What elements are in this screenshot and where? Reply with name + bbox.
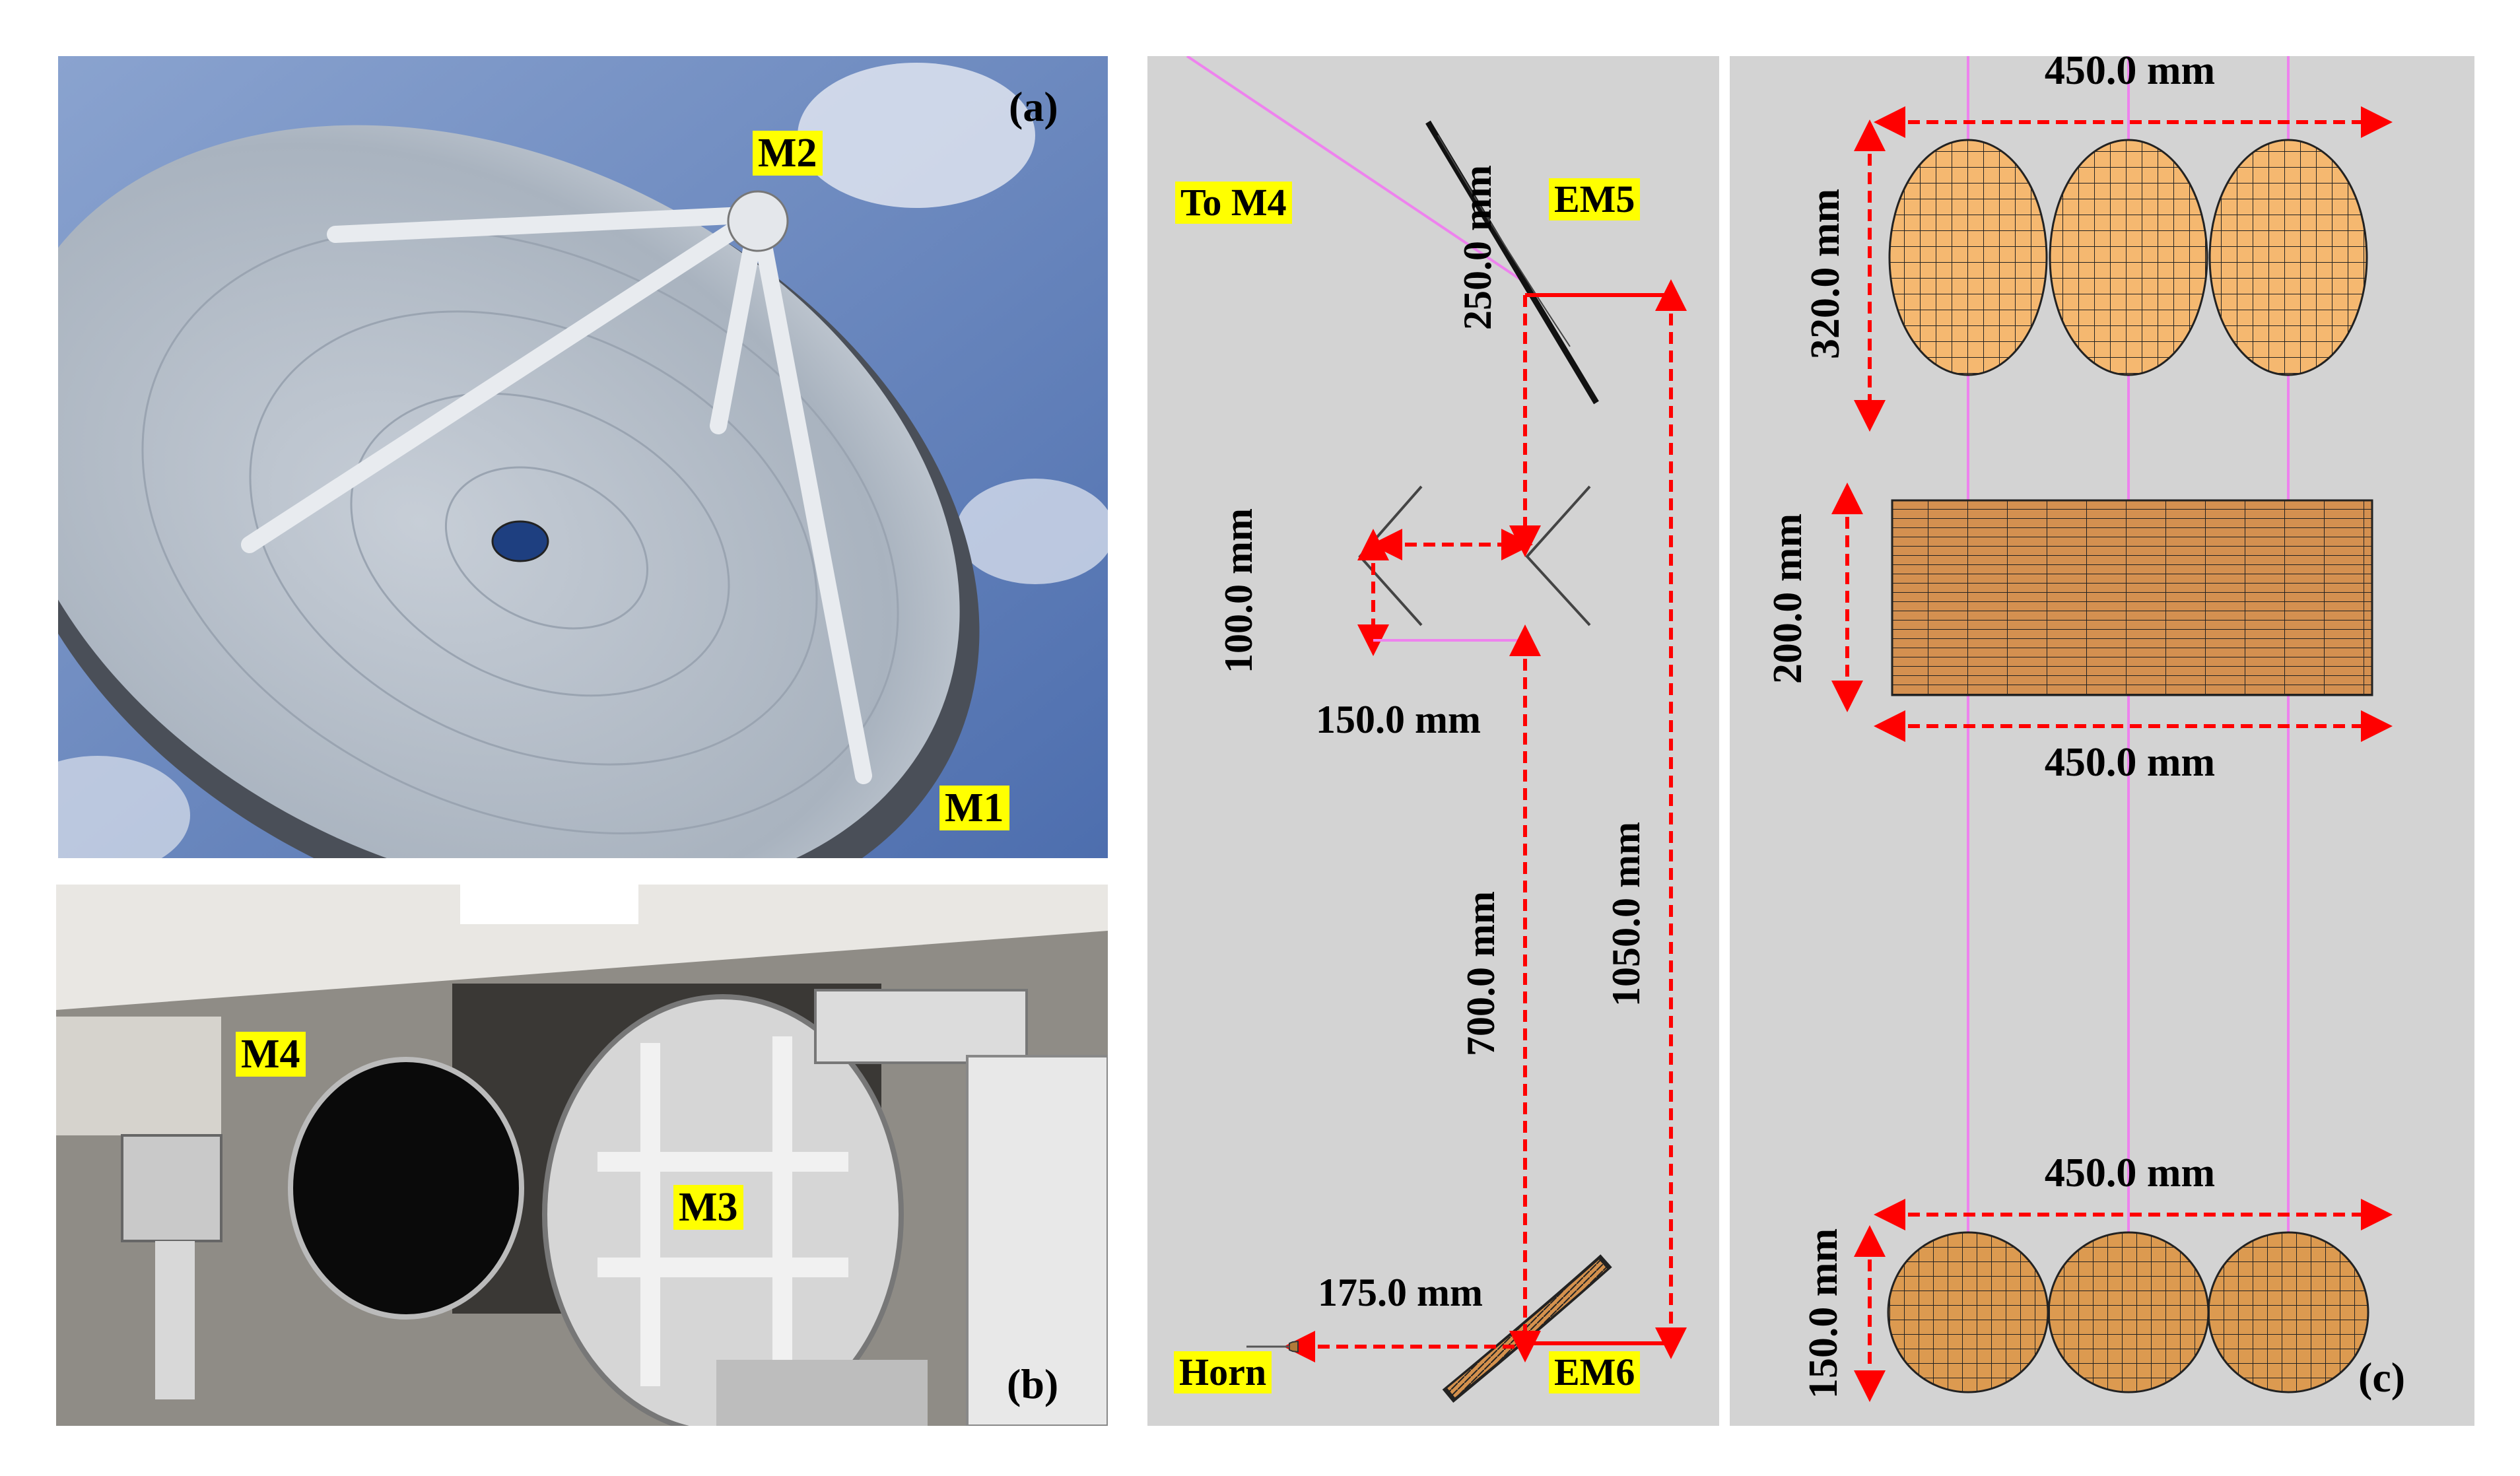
- label-em5: EM5: [1549, 178, 1641, 220]
- circle-array: [1887, 1231, 2369, 1393]
- m3-support-frame: [597, 1036, 848, 1386]
- dish-illustration: [58, 56, 1108, 858]
- dim-700-label: 700.0 mm: [1459, 891, 1503, 1056]
- panel-label-c: (c): [2358, 1354, 2406, 1401]
- dimension-arrows: [1831, 106, 2393, 1402]
- rectangle-array: [1891, 499, 2373, 696]
- ceiling-light: [460, 885, 638, 924]
- ceiling: [56, 885, 1108, 1010]
- dim-mid-height-label: 200.0 mm: [1765, 514, 1810, 684]
- dim-250-label: 250.0 mm: [1456, 165, 1499, 330]
- optics-layout-diagram: 250.0 mm 100.0 mm 150.0 mm 700.0 mm 1050…: [1186, 56, 1687, 1403]
- dish-panel-rings: [141, 228, 899, 834]
- cloud: [956, 479, 1108, 584]
- dim-150-label: 150.0 mm: [1316, 698, 1481, 741]
- floor-base: [716, 1360, 928, 1426]
- dish-center-hole: [491, 520, 549, 562]
- label-to-m4: To M4: [1175, 182, 1292, 224]
- optics-layout-panel: 250.0 mm 100.0 mm 150.0 mm 700.0 mm 1050…: [1147, 56, 1719, 1426]
- dim-mid-width-label: 450.0 mm: [2045, 740, 2215, 785]
- cloud: [798, 63, 1035, 208]
- support-arm: [814, 989, 1028, 1064]
- equipment-box: [121, 1134, 222, 1242]
- horn-icon: [1289, 1340, 1299, 1353]
- subreflector-m2: [727, 190, 789, 252]
- cabin-illustration: [56, 885, 1108, 1426]
- panel-a-photo: M2 M1 (a): [58, 56, 1108, 858]
- dim-bottom-width-label: 450.0 mm: [2045, 1151, 2215, 1195]
- equipment-stand: [155, 1241, 195, 1399]
- dim-100-label: 100.0 mm: [1217, 508, 1260, 673]
- panel-label-b: (b): [1007, 1360, 1059, 1407]
- array-diagram: 450.0 mm 320.0 mm 200.0 mm 450.0 mm 450.…: [1765, 56, 2393, 1402]
- panel-c-array-diagram: 450.0 mm 320.0 mm 200.0 mm 450.0 mm 450.…: [1730, 56, 2474, 1426]
- chevron-left: [1358, 485, 1423, 626]
- label-m3: M3: [673, 1185, 743, 1230]
- ellipse-array: [1888, 139, 2368, 376]
- dim-1050-label: 1050.0 mm: [1604, 822, 1648, 1007]
- cabin-wall-right: [966, 1055, 1108, 1426]
- label-m4: M4: [236, 1032, 306, 1077]
- cloud: [58, 756, 190, 858]
- wall-panel: [56, 1017, 221, 1135]
- dim-175-label: 175.0 mm: [1318, 1271, 1483, 1314]
- dim-top-height-label: 320.0 mm: [1803, 189, 1848, 359]
- label-horn: Horn: [1174, 1351, 1272, 1393]
- panel-b-photo: M4 M3 (b): [56, 885, 1108, 1426]
- label-m1: M1: [939, 786, 1009, 831]
- dim-top-width-label: 450.0 mm: [2045, 56, 2215, 93]
- label-em6: EM6: [1549, 1351, 1641, 1393]
- mirror-m4: [288, 1057, 524, 1320]
- dim-bottom-height-label: 150.0 mm: [1801, 1228, 1846, 1399]
- label-m2: M2: [753, 131, 823, 176]
- mirror-em5: [1425, 120, 1599, 405]
- beam-to-m4: [1186, 56, 1528, 285]
- dish-surface: [58, 125, 960, 858]
- chevron-right: [1525, 485, 1591, 626]
- panel-label-a: (a): [1009, 83, 1058, 130]
